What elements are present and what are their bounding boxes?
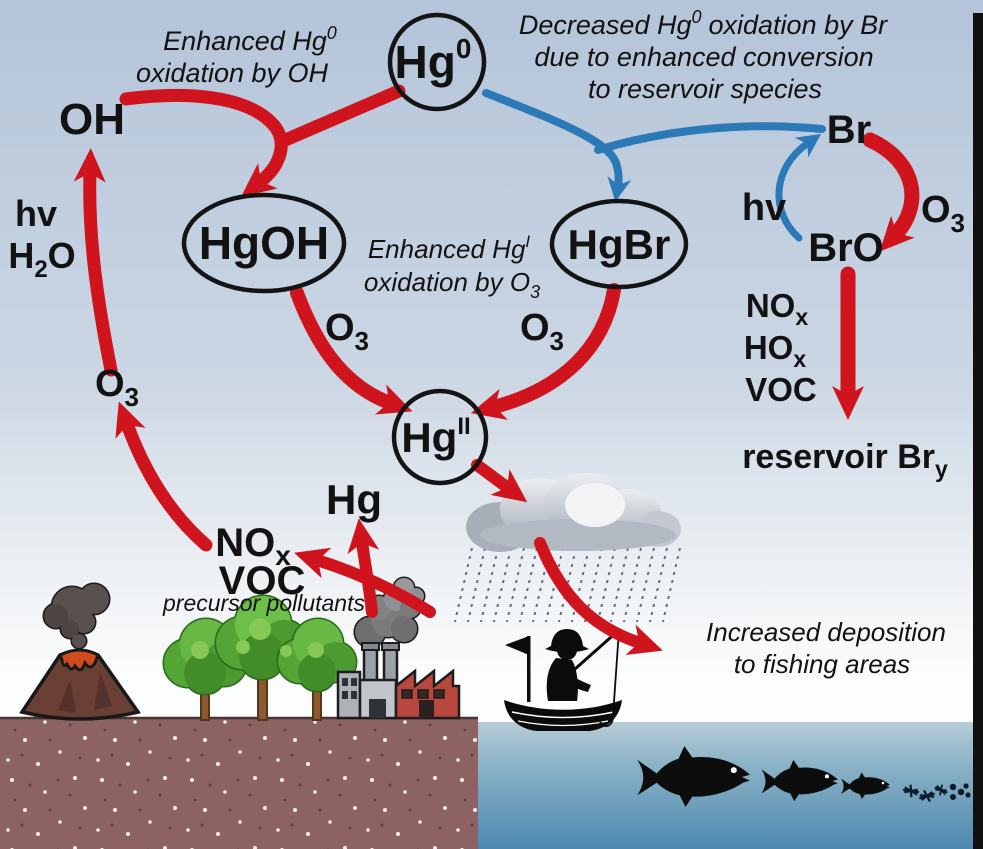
- label-bro: BrO: [808, 226, 884, 270]
- arrow-oh-to-hgoh: [119, 88, 288, 197]
- node-hgbr: [549, 198, 689, 290]
- label-nox-right: NOx: [746, 287, 809, 330]
- label-o3-right: O3: [921, 189, 965, 238]
- arrow-hg2-to-cloud: [471, 459, 528, 503]
- arrow-hgoh-to-hg2: [290, 286, 413, 415]
- node-hgoh: [181, 192, 347, 294]
- label-voc-right: VOC: [745, 371, 817, 408]
- caption-decreased-br-line2: due to enhanced conversion: [534, 42, 873, 72]
- arrow-factory-to-nox: [294, 547, 436, 618]
- label-br: Br: [827, 108, 871, 152]
- right-border: [973, 13, 983, 849]
- arrow-bro-to-br: [775, 133, 822, 242]
- label-o3-mid-left: O3: [325, 307, 369, 356]
- node-hg2: [391, 388, 489, 486]
- label-hv-left: hv: [15, 193, 57, 234]
- node-hg2-label: HgII: [401, 413, 470, 461]
- caption-precursor: precursor pollutants: [162, 590, 365, 616]
- rain-cloud-icon: [466, 473, 681, 552]
- arrow-hg0-branch: [276, 84, 406, 148]
- caption-enhanced-o3-line1: Enhanced HgI: [368, 232, 531, 264]
- arrow-hg0-to-br: [594, 122, 826, 154]
- caption-deposition-line2: to fishing areas: [734, 649, 910, 679]
- label-hv-right: hv: [742, 187, 786, 229]
- label-nox-left: NOx: [215, 521, 291, 571]
- trees-illustration: [162, 594, 358, 721]
- label-o3-mid-right: O3: [520, 307, 564, 356]
- arrow-nox-to-o3: [115, 401, 213, 552]
- label-o3-far-left: O3: [95, 363, 139, 412]
- caption-enhanced-oh-line1: Enhanced Hg0: [163, 23, 337, 56]
- volcano-illustration: [19, 582, 141, 721]
- label-voc-left: VOC: [219, 559, 306, 603]
- label-oh: OH: [59, 95, 125, 144]
- node-hgoh-label: HgOH: [199, 217, 329, 269]
- arrow-cloud-to-sea: [534, 537, 663, 656]
- label-hg-emission: Hg: [326, 476, 382, 523]
- caption-deposition-line1: Increased deposition: [706, 617, 946, 647]
- node-hgbr-label: HgBr: [568, 221, 671, 268]
- caption-enhanced-oh-line2: oxidation by OH: [136, 58, 329, 88]
- arrow-o3-to-oh: [73, 148, 118, 377]
- node-hg0-label: Hg0: [395, 33, 472, 88]
- caption-enhanced-o3-line2: oxidation by O3: [364, 267, 540, 302]
- label-h2o: H2O: [8, 235, 75, 283]
- phytoplankton-icon: [949, 783, 971, 800]
- arrow-hg0-to-hgbr: [482, 89, 632, 202]
- fish-food-chain: [637, 745, 971, 807]
- fisherman-boat-icon: [504, 628, 622, 731]
- arrow-br-to-bro: [862, 132, 920, 252]
- label-hox-right: HOx: [744, 329, 807, 372]
- label-reservoir-br: reservoir Bry: [742, 438, 948, 482]
- node-hg0: [387, 12, 487, 112]
- arrow-hgbr-to-hg2: [470, 283, 621, 420]
- factory-illustration: [336, 576, 461, 720]
- caption-decreased-br-line3: to reservoir species: [588, 74, 822, 104]
- soil-ground: [0, 718, 478, 849]
